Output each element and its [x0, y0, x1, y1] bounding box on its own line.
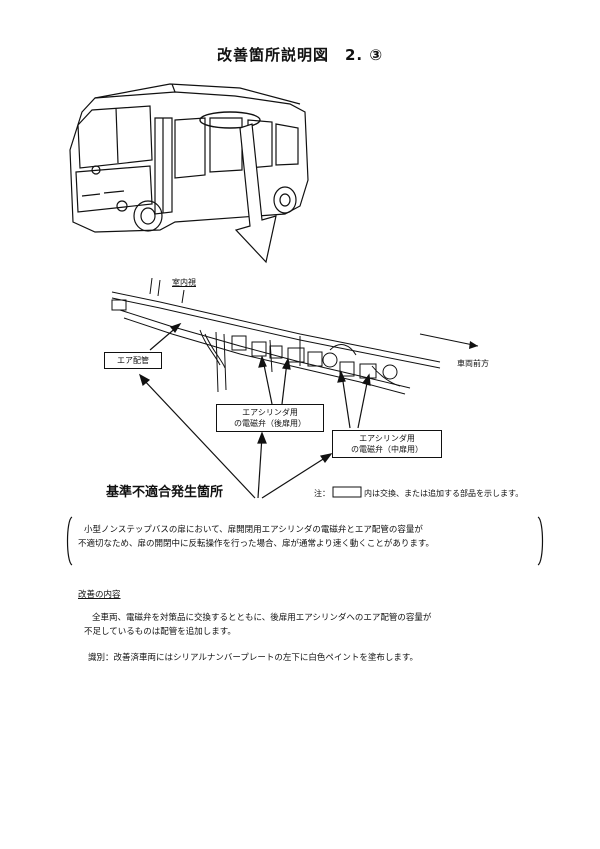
improvement-line1: 全車両、電磁弁を対策品に交換するとともに、後扉用エアシリンダへのエア配管の容量が	[92, 613, 432, 623]
callout-arrow	[234, 123, 277, 264]
pipework-illustration	[111, 277, 441, 395]
highlight-ellipse	[199, 111, 261, 129]
middle-valve-line2: の電磁弁（中扉用）	[351, 445, 423, 454]
rear-valve-line2: の電磁弁（後扉用）	[234, 419, 306, 428]
description-line1: 小型ノンステップバスの扉において、扉開閉用エアシリンダの電磁弁とエア配管の容量が	[84, 525, 423, 535]
nonconformity-label: 基準不適合発生箇所	[106, 485, 224, 500]
bus-illustration	[69, 83, 309, 233]
note-text: 内は交換、または追加する部品を示します。	[364, 489, 524, 498]
rear-door-valve-label: エアシリンダ用 の電磁弁（後扉用）	[216, 404, 324, 432]
rear-valve-line1: エアシリンダ用	[242, 408, 298, 417]
legend-box	[332, 486, 362, 498]
middle-door-valve-label: エアシリンダ用 の電磁弁（中扉用）	[332, 430, 442, 458]
note-prefix: 注：	[314, 489, 330, 498]
interior-view-label: 室内視	[172, 278, 196, 287]
pointer-lines	[139, 322, 371, 499]
description-line2: 不適切なため、扉の開閉中に反転操作を行った場合、扉が通常より速く動くことがありま…	[78, 539, 434, 549]
improvement-line2: 不足しているものは配管を追加します。	[84, 627, 236, 637]
identification-text: 識別：改善済車両にはシリアルナンバープレートの左下に白色ペイントを塗布します。	[88, 653, 419, 663]
vehicle-front-label: 車両前方	[457, 359, 489, 368]
improvement-heading: 改善の内容	[78, 590, 121, 600]
air-pipe-label: エア配管	[104, 352, 162, 369]
page-title: 改善箇所説明図 2. ③	[216, 46, 384, 64]
middle-valve-line1: エアシリンダ用	[359, 434, 415, 443]
